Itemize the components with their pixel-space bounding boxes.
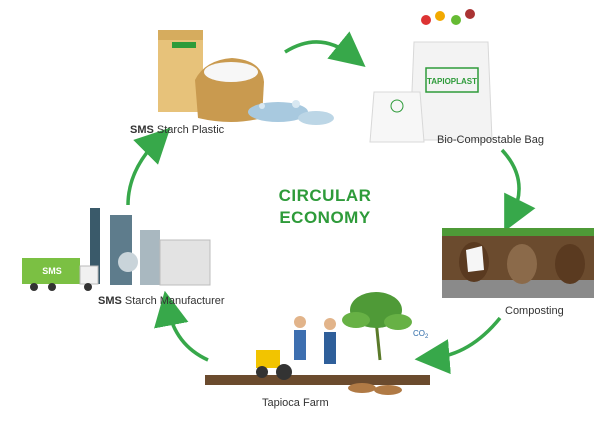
arrow-plastic-to-bag xyxy=(284,31,366,68)
label-bio-compostable-bag: Bio-Compostable Bag xyxy=(437,134,545,146)
arrow-bag-to-compost xyxy=(500,148,536,232)
starch-manufacturer-illustration: SMS xyxy=(22,208,211,291)
truck-brand-text: SMS xyxy=(42,266,62,276)
label-composting: Composting xyxy=(505,305,564,317)
arrow-compost-to-farm xyxy=(414,316,502,375)
label-tapioca-farm: Tapioca Farm xyxy=(262,397,329,409)
cycle-arrows xyxy=(126,31,536,375)
label-sms-starch-plastic: SMS Starch Plastic xyxy=(130,124,224,136)
center-title-line-2: ECONOMY xyxy=(279,208,371,227)
bag-brand-text: TAPIOPLAST xyxy=(427,77,477,86)
composting-illustration xyxy=(442,228,594,298)
stage-label: Starch Plastic xyxy=(156,124,225,136)
label-sms-starch-manufacturer: SMS Starch Manufacturer xyxy=(98,295,225,307)
brand-sms: SMS xyxy=(98,295,122,307)
stage-label: Starch Manufacturer xyxy=(124,295,225,307)
co2-label: CO2 xyxy=(413,329,429,340)
arrow-factory-to-plastic xyxy=(126,127,171,206)
arrow-farm-to-factory xyxy=(154,290,209,362)
brand-sms: SMS xyxy=(130,124,154,136)
center-title: CIRCULAR ECONOMY xyxy=(270,185,380,229)
starch-plastic-illustration xyxy=(158,30,334,125)
center-title-line-1: CIRCULAR xyxy=(278,186,372,205)
compostable-bag-illustration: TAPIOPLAST xyxy=(369,9,493,143)
tapioca-farm-illustration xyxy=(205,292,430,395)
